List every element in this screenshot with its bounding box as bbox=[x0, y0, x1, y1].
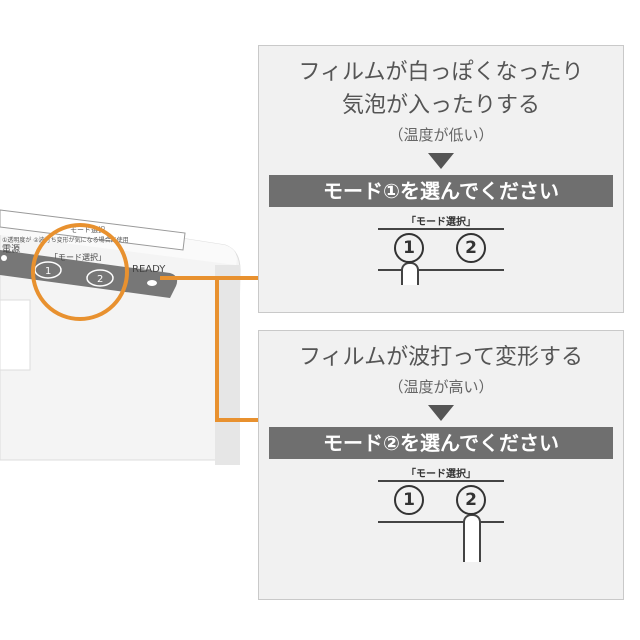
headline-line2: 気泡が入ったりする bbox=[341, 93, 540, 118]
mode2-subtext: （温度が高い） bbox=[388, 378, 494, 396]
highlight-circle bbox=[31, 223, 129, 321]
divider bbox=[378, 228, 504, 230]
device-mode-label: 「モード選択」 bbox=[50, 252, 106, 262]
power-label: 電源 bbox=[2, 244, 20, 255]
power-led bbox=[1, 255, 7, 261]
down-arrow-icon bbox=[428, 405, 454, 421]
mode1-button-diagram: 「モード選択」 1 2 bbox=[378, 213, 504, 285]
mode1-panel: フィルムが白っぽくなったり 気泡が入ったりする （温度が低い） モード①を選んで… bbox=[258, 45, 624, 313]
laminator-illustration: モード選択 ①透明度が ②波打ち変形が気になる場合に使用 電源 「モード選択」 … bbox=[0, 209, 260, 465]
device-note-text: ①透明度が ②波打ち変形が気になる場合に使用 bbox=[2, 236, 129, 244]
mini-mode-label: 「モード選択」 bbox=[406, 469, 476, 480]
mini-mode-label: 「モード選択」 bbox=[406, 217, 476, 228]
mode2-panel: フィルムが波打って変形する （温度が高い） モード②を選んでください 「モード選… bbox=[258, 330, 624, 600]
divider bbox=[378, 480, 504, 482]
mini-button-1: 1 bbox=[394, 233, 424, 263]
divider bbox=[378, 269, 504, 271]
device-button2-label: 2 bbox=[97, 274, 103, 285]
headline-line1: フィルムが白っぽくなったり bbox=[298, 60, 584, 85]
mode1-banner: モード①を選んでください bbox=[269, 175, 613, 207]
mini-button-2: 2 bbox=[456, 485, 486, 515]
device-mode-text: モード選択 bbox=[70, 225, 105, 234]
ready-led bbox=[147, 280, 157, 286]
mini-button-2: 2 bbox=[456, 233, 486, 263]
mode1-subtext: （温度が低い） bbox=[388, 126, 494, 144]
divider bbox=[378, 521, 504, 523]
mode2-headline: フィルムが波打って変形する bbox=[298, 345, 584, 370]
device-button1-label: 1 bbox=[45, 266, 51, 277]
connector-line-bottom bbox=[215, 278, 260, 422]
device-mode2-button[interactable] bbox=[86, 269, 114, 287]
mode2-banner: モード②を選んでください bbox=[269, 427, 613, 459]
mini-button-1: 1 bbox=[394, 485, 424, 515]
mode1-headline: フィルムが白っぽくなったり 気泡が入ったりする bbox=[259, 56, 623, 122]
mode2-button-diagram: 「モード選択」 1 2 bbox=[378, 465, 504, 562]
finger-icon bbox=[463, 514, 481, 562]
ready-label: READY bbox=[132, 264, 166, 275]
down-arrow-icon bbox=[428, 153, 454, 169]
finger-icon bbox=[401, 262, 419, 285]
